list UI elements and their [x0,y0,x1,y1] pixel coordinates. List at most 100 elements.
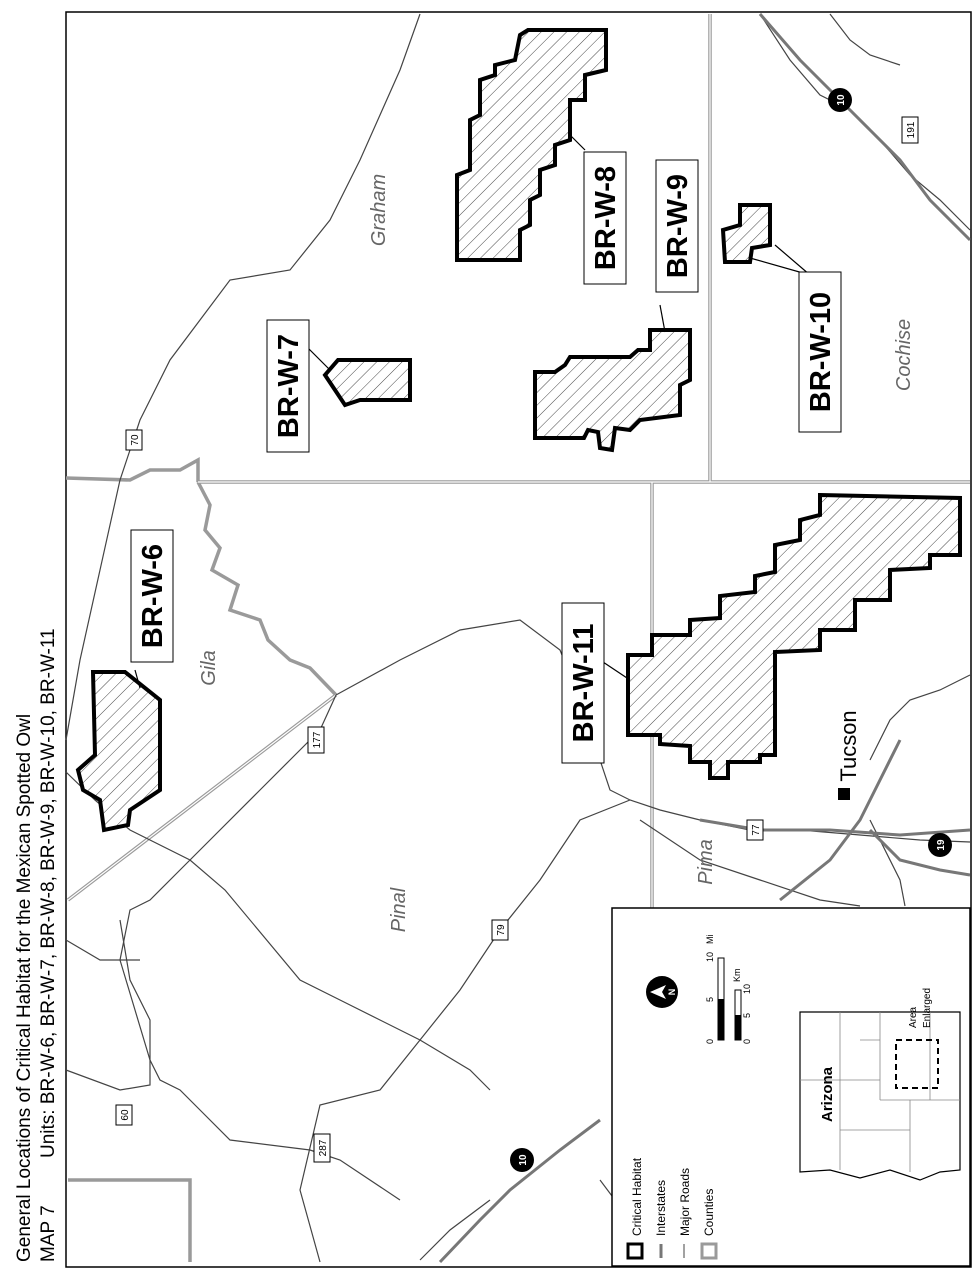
legend-swatch-critical-habitat [626,1242,644,1260]
route-label-191: 191 [906,121,917,138]
road-se [869,674,971,761]
critical-habitat-units [75,28,962,833]
habitat-unit-br-w-8 [455,28,608,262]
scale-km-10: 10 [742,984,752,994]
legend-swatch-counties [700,1242,718,1260]
road-79 [299,799,631,1263]
interstate-19 [868,828,971,877]
unit-label-text-br-w-9: BR-W-9 [662,174,694,278]
county-label-pinal: Pinal [388,887,410,932]
unit-label-br-w-11: BR-W-11 [561,602,605,764]
road-pima [639,819,861,907]
legend-entry-critical-habitat: Critical Habitat [626,1157,644,1260]
arizona-inset: Arizona Area Enlarged [799,988,961,1181]
habitat-unit-br-w-11 [626,492,962,780]
road-sw [419,1199,491,1261]
road-ne-spur [829,13,901,66]
arizona-counties [800,1012,960,1172]
interstate-shield-19: 19 [928,833,952,857]
unit-label-text-br-w-10: BR-W-10 [805,292,837,412]
county-line-lower-left [68,1178,192,1262]
inset-area-label-2: Enlarged [922,988,933,1028]
map-title-block: General Locations of Critical Habitat fo… [14,628,59,1262]
route-shield-60: 60 [115,1104,133,1126]
county-label-pima: Pima [695,839,717,885]
county-line-gila-pinal-south [196,481,338,697]
scale-bar: 0 5 10 Mi 0 5 10 Km [705,935,752,1045]
scale-km-5: 5 [742,1013,752,1018]
legend-entry-interstates: Interstates [654,1180,668,1258]
unit-label-br-w-10: BR-W-10 [798,271,842,433]
map-units-list: Units: BR-W-6, BR-W-7, BR-W-8, BR-W-9, B… [38,628,59,1158]
legend-entry-counties: Counties [700,1189,718,1260]
habitat-unit-br-w-7 [322,358,412,408]
interstate-label-10-north: 10 [836,94,847,106]
unit-label-text-br-w-8: BR-W-8 [590,166,622,270]
interstate-label-10-south: 10 [518,1154,529,1166]
unit-label-br-w-8: BR-W-8 [583,151,627,285]
habitat-unit-br-w-6 [75,670,162,833]
legend: Critical Habitat Interstates Major Roads… [611,907,971,1267]
unit-label-br-w-7: BR-W-7 [266,319,310,453]
interstates [438,13,972,1264]
route-shield-79: 79 [491,919,509,941]
unit-label-text-br-w-11: BR-W-11 [568,624,600,743]
leader-br-w-9 [659,304,666,333]
habitat-unit-br-w-10 [720,203,772,264]
route-shield-70: 70 [125,429,143,451]
road-tucson [869,819,906,907]
tucson-marker [838,788,850,800]
county-label-graham: Graham [368,174,390,246]
inset-label-arizona: Arizona [819,1066,836,1122]
leader-br-w-6 [134,669,141,689]
interstate-10-sw [779,739,902,902]
route-label-177: 177 [312,731,323,748]
interstate-10-north [758,13,972,242]
legend-label-major-roads: Major Roads [678,1168,692,1236]
inset-area-label-1: Area [908,1006,919,1028]
major-roads [65,13,971,1263]
route-label-60: 60 [120,1109,131,1121]
map-number: MAP 7 [38,1205,59,1262]
scale-mi-unit: Mi [705,935,715,945]
route-label-79: 79 [496,924,507,936]
interstate-10-south [699,818,971,837]
unit-label-text-br-w-7: BR-W-7 [273,334,305,438]
road-60 [65,919,151,1091]
road-west-spur [65,939,140,961]
route-shield-191: 191 [901,116,919,144]
scale-km-0: 0 [742,1039,752,1044]
road-77 [335,619,971,843]
unit-label-br-w-9: BR-W-9 [655,159,699,293]
route-shield-287: 287 [313,1133,331,1163]
interstate-10-lower [438,1118,601,1264]
county-labels: Graham Gila Pinal Pima Cochise [198,174,915,932]
scale-mi-5: 5 [705,997,715,1002]
map-title: General Locations of Critical Habitat fo… [14,714,35,1262]
city-label-tucson: Tucson [836,710,861,781]
county-label-cochise: Cochise [893,319,915,391]
legend-label-interstates: Interstates [654,1180,668,1236]
habitat-unit-br-w-9 [533,328,692,453]
area-enlarged-box [895,1039,939,1089]
scale-km-unit: Km [732,969,742,983]
legend-label-counties: Counties [702,1189,716,1236]
legend-label-critical-habitat: Critical Habitat [630,1157,644,1236]
north-arrow-letter: N [667,989,677,996]
route-shield-177: 177 [307,726,325,754]
county-label-gila: Gila [198,650,220,686]
unit-label-br-w-6: BR-W-6 [130,529,174,663]
legend-entry-major-roads: Major Roads [678,1168,692,1258]
route-label-70: 70 [130,434,141,446]
leader-br-w-11 [599,659,631,681]
scale-mi-10: 10 [705,952,715,962]
north-arrow: N [646,976,678,1008]
road-70-north [65,13,421,741]
interstate-shield-10-north: 10 [828,88,852,112]
route-label-77: 77 [751,824,762,836]
interstate-shield-10-south: 10 [510,1148,534,1172]
leader-br-w-8 [569,134,586,151]
unit-label-text-br-w-6: BR-W-6 [137,544,169,648]
route-shields: 70 177 79 77 60 287 191 10 [115,88,952,1172]
